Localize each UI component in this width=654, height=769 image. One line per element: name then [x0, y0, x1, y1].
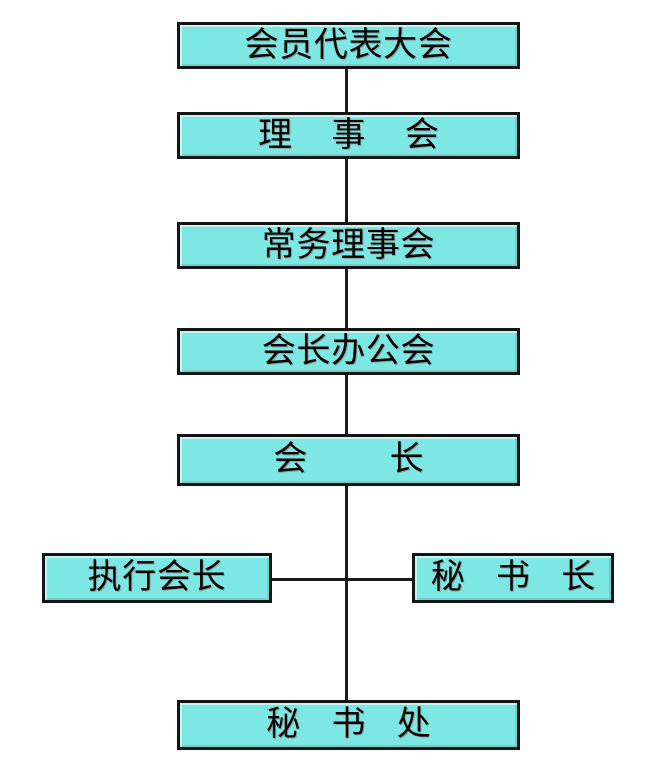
connector-assembly-to-council: [345, 60, 348, 120]
connector-president-office-to-president: [345, 366, 348, 443]
node-exec-president[interactable]: 执行会长: [42, 553, 272, 603]
node-assembly[interactable]: 会员代表大会: [177, 22, 520, 69]
node-council-label: 理 事 会: [258, 114, 454, 155]
node-secretariat[interactable]: 秘 书 处: [177, 700, 520, 750]
node-exec-president-label: 执行会长: [87, 557, 227, 597]
node-secretary-general[interactable]: 秘 书 长: [412, 553, 614, 603]
connector-standing-to-president-office: [345, 260, 348, 336]
connector-council-to-standing: [345, 150, 348, 230]
connector-president-to-secretary-general: [345, 578, 415, 581]
node-president-label: 会 长: [273, 439, 460, 479]
connector-president-to-secretariat: [345, 479, 348, 708]
node-council[interactable]: 理 事 会: [177, 112, 520, 159]
node-president-office-label: 会长办公会: [261, 330, 436, 371]
node-assembly-label: 会员代表大会: [244, 24, 453, 65]
node-secretariat-label: 秘 书 处: [266, 704, 441, 744]
node-secretary-general-label: 秘 书 长: [430, 557, 606, 597]
node-standing-council-label: 常务理事会: [261, 224, 436, 265]
connector-president-to-exec-president: [269, 578, 348, 581]
node-standing-council[interactable]: 常务理事会: [177, 222, 520, 269]
node-president[interactable]: 会 长: [177, 434, 520, 486]
node-president-office[interactable]: 会长办公会: [177, 328, 520, 375]
